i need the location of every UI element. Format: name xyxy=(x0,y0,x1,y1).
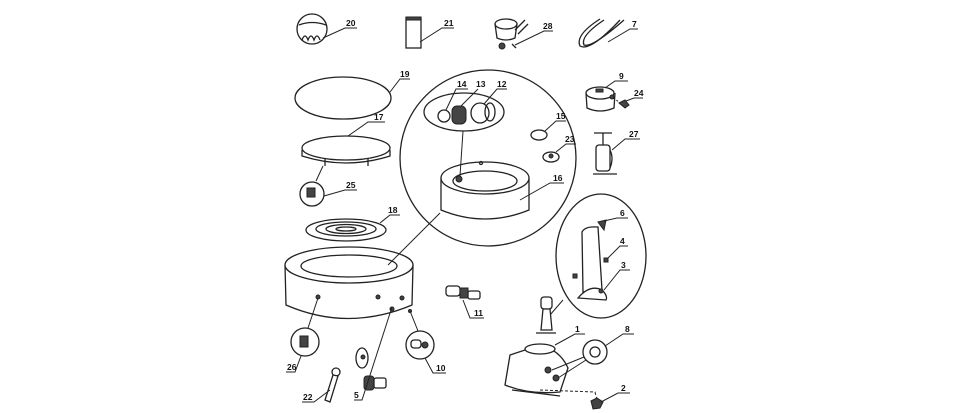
part-5-jet: 5 xyxy=(354,306,393,401)
label-27: 27 xyxy=(629,129,639,139)
part-26-clip: 26 xyxy=(286,297,320,373)
label-16: 16 xyxy=(553,173,563,183)
label-9: 9 xyxy=(619,71,624,81)
part-21-jar: 21 xyxy=(405,16,454,49)
label-8: 8 xyxy=(625,324,630,334)
label-26: 26 xyxy=(287,362,297,372)
part-7-hose: 7 xyxy=(578,18,638,48)
label-23: 23 xyxy=(565,134,575,144)
label-2: 2 xyxy=(621,383,626,393)
part-25-buckle: 25 xyxy=(299,180,357,207)
label-24: 24 xyxy=(634,88,644,98)
part-27-hand-pump: 27 xyxy=(593,129,640,175)
part-9-electric-pump: 9 24 xyxy=(585,71,644,112)
label-7: 7 xyxy=(632,19,637,29)
label-25: 25 xyxy=(346,180,356,190)
label-4: 4 xyxy=(620,236,625,246)
label-28: 28 xyxy=(543,21,553,31)
label-20: 20 xyxy=(346,18,356,28)
label-3: 3 xyxy=(621,260,626,270)
label-12: 12 xyxy=(497,79,507,89)
part-18-floor-mat: 18 xyxy=(305,205,400,242)
label-14: 14 xyxy=(457,79,467,89)
label-13: 13 xyxy=(476,79,486,89)
detail-ellipse-pump-mount: 6 4 3 xyxy=(549,193,647,319)
part-22-wrench: 22 xyxy=(302,367,341,403)
label-11: 11 xyxy=(474,308,483,318)
pump-holder xyxy=(536,296,556,334)
label-18: 18 xyxy=(388,205,398,215)
part-28-valve: 28 xyxy=(494,18,553,50)
label-1: 1 xyxy=(575,324,580,334)
part-8-o-ring: 8 xyxy=(551,324,634,379)
part-2-drain-plug: 2 xyxy=(590,383,630,410)
part-11-connector: 11 xyxy=(445,285,484,319)
label-5: 5 xyxy=(354,390,359,400)
label-19: 19 xyxy=(400,69,410,79)
label-10: 10 xyxy=(436,363,446,373)
label-15: 15 xyxy=(556,111,566,121)
part-19-ground-cloth: 19 xyxy=(294,69,410,120)
part-17-cover: 17 xyxy=(301,112,391,182)
part-20-ball: 20 xyxy=(296,13,357,45)
label-17: 17 xyxy=(374,112,384,122)
spa-tub xyxy=(284,212,441,320)
label-22: 22 xyxy=(303,392,313,402)
label-6: 6 xyxy=(620,208,625,218)
part-1-pump-unit: 1 xyxy=(504,324,598,401)
label-21: 21 xyxy=(444,18,454,28)
detail-circle-tub: 14 13 12 16 15 23 xyxy=(399,69,577,247)
part-10-valve-cap: 10 xyxy=(405,310,446,374)
